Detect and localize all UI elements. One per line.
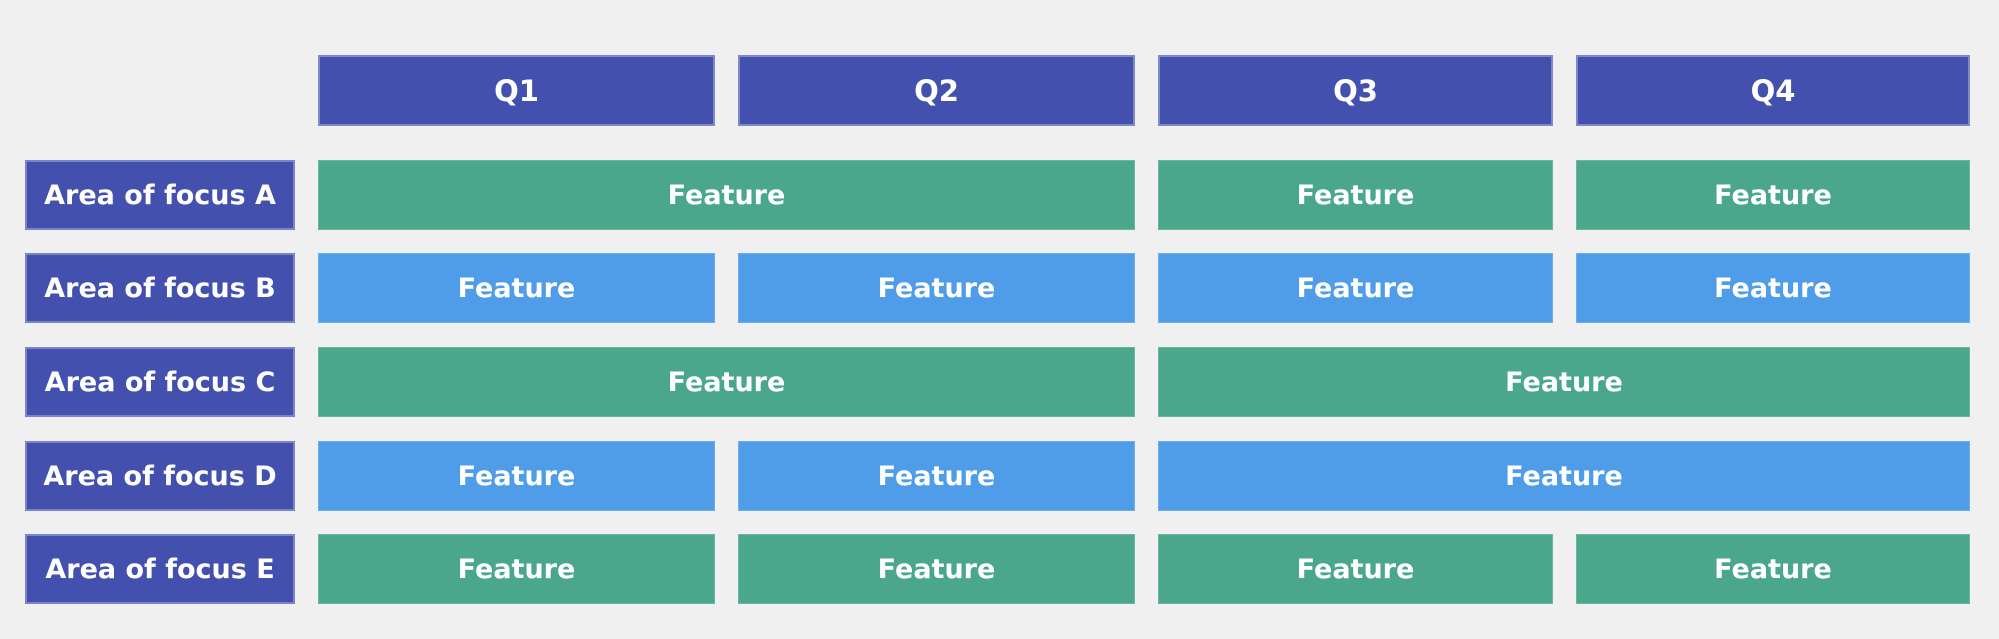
quarter-header-q4[interactable]: Q4 <box>1576 55 1970 126</box>
feature-bar[interactable]: Feature <box>1158 534 1553 604</box>
area-of-focus-label[interactable]: Area of focus C <box>25 347 295 417</box>
feature-bar[interactable]: Feature <box>1158 253 1553 323</box>
feature-bar[interactable]: Feature <box>1576 160 1970 230</box>
feature-bar[interactable]: Feature <box>738 534 1135 604</box>
feature-bar[interactable]: Feature <box>1158 160 1553 230</box>
area-of-focus-label[interactable]: Area of focus B <box>25 253 295 323</box>
feature-bar[interactable]: Feature <box>318 534 715 604</box>
roadmap-row: Area of focus E Feature Feature Feature Feat… <box>25 534 1970 604</box>
quarter-header-q2[interactable]: Q2 <box>738 55 1135 126</box>
feature-bar[interactable]: Feature <box>1158 441 1970 511</box>
area-of-focus-label[interactable]: Area of focus E <box>25 534 295 604</box>
feature-bar[interactable]: Feature <box>738 441 1135 511</box>
feature-bar[interactable]: Feature <box>1576 253 1970 323</box>
quarter-header-q1[interactable]: Q1 <box>318 55 715 126</box>
feature-bar[interactable]: Feature <box>738 253 1135 323</box>
roadmap-row: Area of focus C Feature Feature <box>25 347 1970 417</box>
feature-bar[interactable]: Feature <box>318 160 1135 230</box>
roadmap-row: Area of focus D Feature Feature Feature <box>25 441 1970 511</box>
area-of-focus-label[interactable]: Area of focus D <box>25 441 295 511</box>
roadmap-row: Area of focus B Feature Feature Feature Feat… <box>25 253 1970 323</box>
area-of-focus-label[interactable]: Area of focus A <box>25 160 295 230</box>
quarter-header-row: Q1 Q2 Q3 Q4 <box>25 55 1970 126</box>
quarter-header-q3[interactable]: Q3 <box>1158 55 1553 126</box>
feature-bar[interactable]: Feature <box>318 441 715 511</box>
feature-bar[interactable]: Feature <box>1576 534 1970 604</box>
feature-bar[interactable]: Feature <box>1158 347 1970 417</box>
feature-bar[interactable]: Feature <box>318 347 1135 417</box>
feature-bar[interactable]: Feature <box>318 253 715 323</box>
roadmap-row: Area of focus A Feature Feature Feature <box>25 160 1970 230</box>
